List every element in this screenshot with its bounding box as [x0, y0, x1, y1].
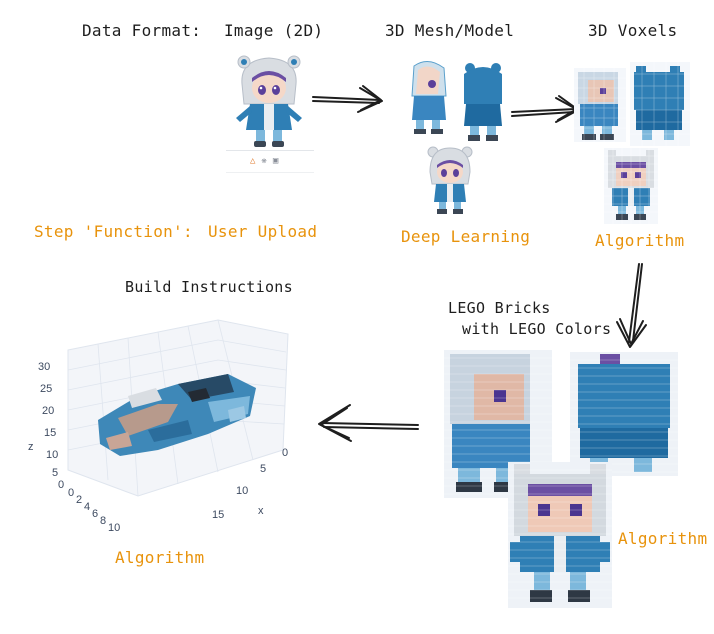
cone-icon[interactable]: △	[250, 156, 256, 166]
step-function-label: Step 'Function':	[34, 222, 193, 241]
lego-back-view	[570, 352, 678, 476]
build-instructions-plot: 30 25 20 15 10 5 0 z 0 2 4 6 8 10 0 5 10…	[28, 319, 289, 534]
z-tick: 20	[42, 405, 54, 417]
x-tick: 0	[282, 447, 288, 459]
y-axis-ticks: 0 2 4 6 8 10	[68, 487, 120, 534]
y-tick: 0	[68, 487, 74, 499]
data-format-label: Data Format:	[82, 21, 202, 40]
toolbar-divider	[226, 150, 314, 151]
y-tick: 2	[76, 494, 82, 506]
x-tick: 10	[236, 485, 248, 497]
algorithm-build-label: Algorithm	[115, 548, 205, 567]
arrow-image-to-mesh	[312, 96, 381, 104]
mesh-side-view	[411, 61, 447, 134]
x-axis-label: x	[258, 505, 264, 517]
voxels-side-view	[574, 68, 626, 142]
mesh-back-view	[464, 63, 502, 141]
arrow-mesh-to-voxels	[511, 108, 577, 117]
y-tick: 10	[108, 522, 120, 534]
x-tick: 5	[260, 463, 266, 475]
plot-voxel-model	[98, 374, 256, 456]
lego-front-view	[508, 462, 612, 608]
z-tick: 25	[40, 383, 52, 395]
voxels-label: 3D Voxels	[588, 21, 678, 40]
arrow-lego-to-build	[321, 422, 419, 430]
x-tick: 15	[212, 509, 224, 521]
z-tick: 0	[58, 479, 64, 491]
y-tick: 8	[100, 515, 106, 527]
image-2d-label: Image (2D)	[224, 21, 324, 40]
brain-icon[interactable]: ❋	[261, 156, 267, 166]
y-tick: 4	[84, 501, 90, 513]
voxels-back-view	[630, 62, 690, 146]
mesh-model-label: 3D Mesh/Model	[385, 21, 515, 40]
image-toolbar: △ ❋ ▣	[250, 156, 278, 166]
image-icon[interactable]: ▣	[272, 156, 279, 166]
input-character-image	[236, 55, 302, 147]
y-tick: 6	[92, 508, 98, 520]
z-axis-ticks: 30 25 20 15 10 5 0	[38, 361, 64, 491]
lego-colors-label: with LEGO Colors	[462, 320, 612, 338]
mesh-front-view	[427, 146, 473, 214]
voxels-front-view	[604, 148, 658, 224]
arrow-voxels-to-lego	[628, 263, 643, 343]
deep-learning-label: Deep Learning	[401, 227, 531, 246]
z-tick: 30	[38, 361, 50, 373]
user-upload-label: User Upload	[208, 222, 318, 241]
x-axis-ticks: 0 5 10 15	[212, 447, 288, 521]
algorithm-lego-label: Algorithm	[618, 529, 708, 548]
lego-bricks-label: LEGO Bricks	[448, 299, 551, 317]
algorithm-voxels-label: Algorithm	[595, 231, 685, 250]
z-axis-label: z	[28, 441, 34, 453]
build-instructions-title: Build Instructions	[125, 278, 293, 296]
z-tick: 5	[52, 467, 58, 479]
toolbar-bottom-divider	[226, 172, 314, 173]
z-tick: 15	[44, 427, 56, 439]
z-tick: 10	[46, 449, 58, 461]
